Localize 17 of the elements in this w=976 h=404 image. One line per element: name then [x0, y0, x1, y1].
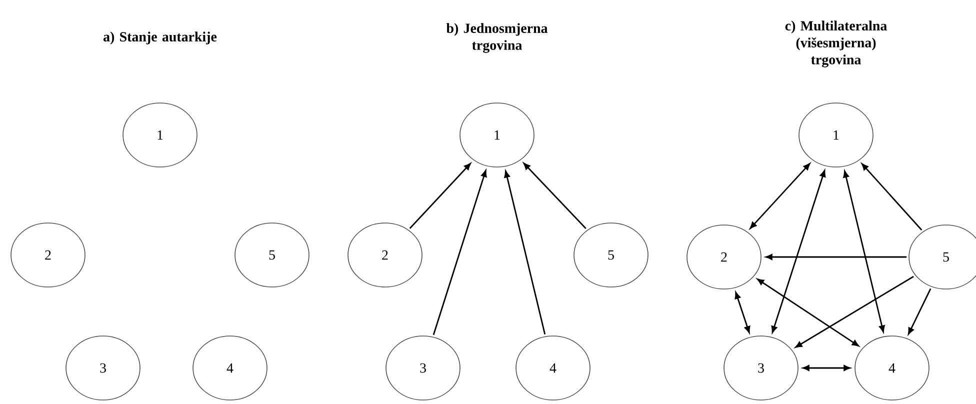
panel-heading: c) Multilateralna (višesmjerna) trgovina — [785, 20, 887, 68]
arrow — [432, 170, 487, 336]
arrow — [771, 170, 826, 333]
arrow — [523, 162, 586, 230]
panel-heading: a) Stanje autarkije — [104, 32, 217, 44]
arrow — [862, 163, 922, 230]
arrow — [757, 278, 859, 346]
arrow — [504, 170, 546, 334]
arrow — [908, 288, 932, 335]
panel-heading: b) Jednosmjerna trgovina — [446, 23, 548, 53]
arrow — [843, 170, 885, 332]
arrow — [802, 365, 851, 371]
arrow — [734, 292, 750, 334]
arrow — [409, 163, 471, 229]
arrow — [750, 163, 810, 229]
arrow — [795, 276, 914, 348]
arrow — [766, 254, 907, 260]
